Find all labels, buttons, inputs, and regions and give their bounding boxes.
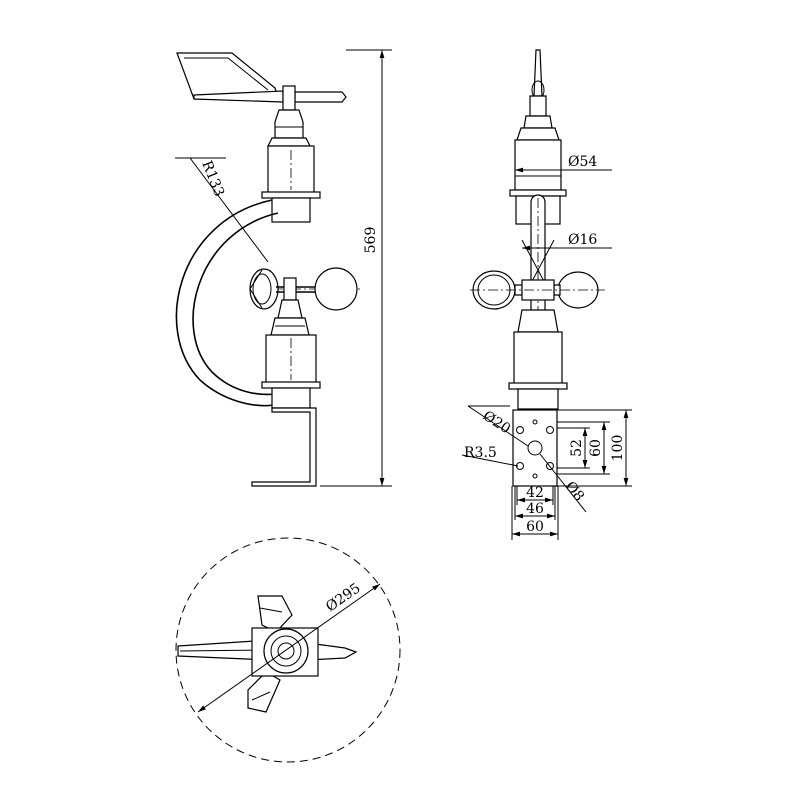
housing-diameter-label: Ø54 <box>568 154 597 170</box>
overall-height-label: 569 <box>363 227 379 254</box>
top-cup-arm-upper <box>257 595 293 633</box>
mounting-plate <box>512 409 558 487</box>
front-view: Ø20 R3.5 Ø8 Ø54 Ø16 52 60 100 42 4 <box>461 49 632 540</box>
front-upper-housing <box>514 139 562 191</box>
bolt-diameter-label: Ø8 <box>562 479 587 505</box>
center-hole <box>527 440 543 456</box>
wind-cup-left <box>249 268 279 310</box>
sweep-circle <box>175 537 401 763</box>
curved-support-arm <box>175 199 275 407</box>
side-view: 569 R133 <box>175 49 392 487</box>
rod-diameter-label: Ø16 <box>568 232 597 248</box>
bolt-hole-br <box>546 462 554 470</box>
bolt-hole-tr <box>546 426 554 434</box>
top-view: Ø295 <box>175 537 401 763</box>
bolt-hole-tl <box>516 426 524 434</box>
mounting-bracket-side <box>251 407 317 487</box>
arm-radius-label: R133 <box>198 159 227 200</box>
bracket-mid-height-label: 60 <box>588 439 604 457</box>
front-lower-housing <box>513 331 563 385</box>
bracket-height-label: 100 <box>610 435 626 462</box>
wind-cup-right <box>314 267 358 311</box>
bracket-inner-height-label: 52 <box>569 439 585 457</box>
bracket-mid-width-label: 46 <box>526 501 544 517</box>
hole-radius-label: R3.5 <box>464 445 497 461</box>
bracket-inner-width-label: 42 <box>526 485 544 501</box>
bracket-width-label: 60 <box>526 519 544 535</box>
top-cup-arm-lower <box>247 671 281 713</box>
